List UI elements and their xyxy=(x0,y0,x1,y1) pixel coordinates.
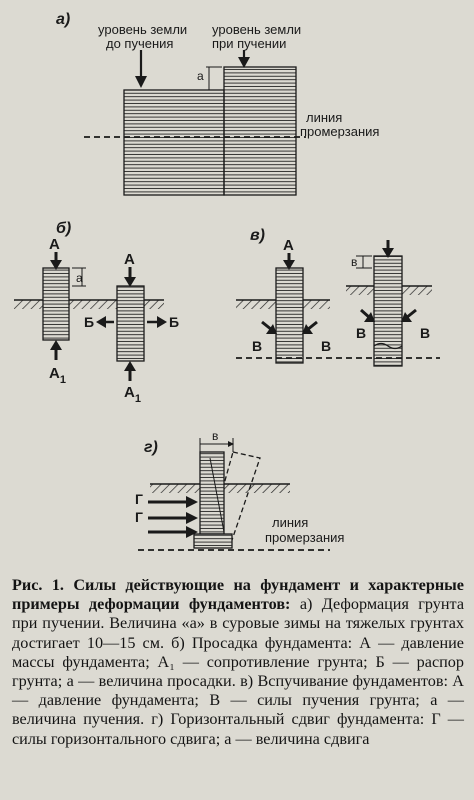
frost-label-a-2: промерзания xyxy=(300,124,379,139)
label-ground-before-1: уровень земли xyxy=(98,22,187,37)
frost-label-g-1: линия xyxy=(272,515,308,530)
panel-g-letter: г) xyxy=(144,439,158,456)
force-v-right-2: В xyxy=(420,325,430,341)
force-g-1: Г xyxy=(135,491,143,507)
load-a-b2: А xyxy=(124,251,135,268)
force-g-2: Г xyxy=(135,509,143,525)
load-a-b1: А xyxy=(49,236,60,253)
load-a-v1: А xyxy=(283,237,294,254)
frost-label-a-1: линия xyxy=(306,110,342,125)
panel-v-letter: в) xyxy=(250,227,265,244)
force-v-right-1: В xyxy=(321,338,331,354)
shift-label: в xyxy=(212,429,218,443)
force-v-left-1: В xyxy=(252,338,262,354)
caption-body: а) Деформация грунта при пучении. Величи… xyxy=(12,595,465,748)
settlement-label: а xyxy=(76,271,83,285)
panel-a-letter: а) xyxy=(56,11,70,28)
figure-caption: Рис. 1. Силы действующие на фундамент и … xyxy=(12,576,464,749)
heave-label-v: в xyxy=(351,255,357,269)
foundation-diagram: а) уровень земли до пучения уровень земл… xyxy=(14,11,440,551)
frost-label-g-2: промерзания xyxy=(265,530,344,545)
panel-g: г) в Г Г линия промерзания xyxy=(135,429,344,551)
label-ground-before-2: до пучения xyxy=(106,36,173,51)
resist-a1-b1: А1 xyxy=(49,365,66,386)
soil-before xyxy=(123,89,225,196)
heave-label: а xyxy=(197,69,204,83)
label-ground-after-1: уровень земли xyxy=(212,22,301,37)
panel-b: б) А А1 а А А1 Б Б xyxy=(14,220,179,405)
label-ground-after-2: при пучении xyxy=(212,36,286,51)
caption-title: Рис. 1. Силы действующие на фундамент и … xyxy=(12,576,464,614)
spread-left: Б xyxy=(84,314,94,330)
spread-right: Б xyxy=(169,314,179,330)
force-v-left-2: В xyxy=(356,325,366,341)
resist-a1-b2: А1 xyxy=(124,384,141,405)
soil-after xyxy=(223,66,297,196)
panel-v: в) А В В в В В xyxy=(236,227,440,367)
panel-b-letter: б) xyxy=(56,220,71,237)
panel-a: а) уровень земли до пучения уровень земл… xyxy=(56,11,379,196)
